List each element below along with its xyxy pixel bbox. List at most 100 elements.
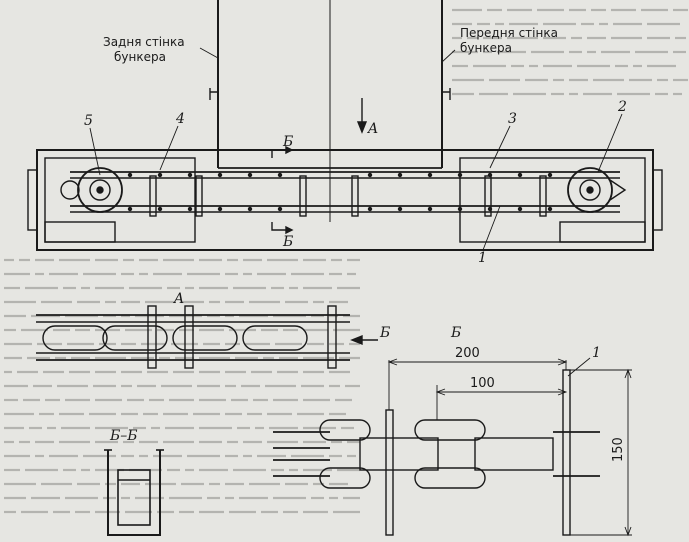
view-a-arrowhead bbox=[356, 121, 368, 134]
rivet bbox=[157, 206, 163, 212]
right-end-plate bbox=[652, 169, 663, 231]
leader-rear-wall bbox=[199, 47, 219, 59]
rivet bbox=[217, 172, 223, 178]
leader-1 bbox=[482, 205, 501, 251]
view-a-chain-plan bbox=[36, 305, 378, 369]
rivet bbox=[397, 206, 403, 212]
link-body bbox=[474, 437, 554, 471]
view-a-arrow-label: A bbox=[366, 121, 378, 137]
rivet bbox=[547, 206, 553, 212]
dim-200: 200 bbox=[455, 346, 480, 361]
rivet bbox=[367, 172, 373, 178]
rivet bbox=[247, 206, 253, 212]
section-b-bottom-mark bbox=[271, 222, 290, 231]
left-end-plate bbox=[27, 169, 38, 231]
section-b-bottom-label: Б bbox=[282, 234, 293, 250]
rivet bbox=[247, 172, 253, 178]
rivet bbox=[157, 172, 163, 178]
callout-4: 4 bbox=[175, 111, 185, 127]
right-sprocket-hub bbox=[579, 179, 601, 201]
left-sprocket-hub bbox=[89, 179, 111, 201]
rivet bbox=[427, 206, 433, 212]
chain-link bbox=[319, 467, 371, 489]
left-sprocket bbox=[77, 167, 123, 213]
flight bbox=[484, 175, 492, 217]
labels: Задня стінка бункера Передня стінка бунк… bbox=[84, 26, 627, 462]
dim-150: 150 bbox=[611, 437, 626, 462]
leader-3 bbox=[489, 125, 511, 169]
callout-1: 1 bbox=[478, 250, 487, 266]
leader-2 bbox=[597, 113, 623, 173]
flight bbox=[149, 175, 157, 217]
rivet bbox=[457, 172, 463, 178]
section-b-top-mark bbox=[271, 149, 290, 158]
leader-front-wall bbox=[441, 49, 456, 63]
view-a-title: A bbox=[172, 291, 184, 307]
leader-4 bbox=[159, 125, 179, 171]
chain-link bbox=[172, 325, 238, 351]
front-wall-label-2: бункера bbox=[460, 41, 512, 55]
chain-link bbox=[414, 467, 486, 489]
rear-wall-bracket bbox=[209, 88, 218, 100]
rivet bbox=[277, 206, 283, 212]
right-drive-arrow bbox=[609, 179, 627, 201]
chain-rivets bbox=[127, 172, 553, 212]
link-body bbox=[359, 437, 439, 471]
front-wall-bracket bbox=[442, 88, 451, 100]
chain-link bbox=[42, 325, 108, 351]
view-b-title: Б bbox=[450, 325, 461, 341]
chain-link bbox=[102, 325, 168, 351]
flight bbox=[299, 175, 307, 217]
section-bb bbox=[104, 449, 164, 536]
left-sprocket-axle bbox=[96, 186, 104, 194]
callout-2: 2 bbox=[617, 99, 627, 115]
show-through-texture bbox=[4, 8, 688, 514]
chain-link bbox=[242, 325, 308, 351]
section-b-top-label: Б bbox=[282, 134, 293, 150]
rivet bbox=[277, 172, 283, 178]
flight-plate bbox=[562, 369, 571, 536]
rivet bbox=[127, 172, 133, 178]
callout-1b: 1 bbox=[592, 345, 601, 361]
rear-wall-label-2: бункера bbox=[114, 50, 166, 64]
left-housing-inner bbox=[44, 157, 196, 243]
view-b-chain bbox=[273, 357, 632, 537]
flight bbox=[195, 175, 203, 217]
flight-plate bbox=[147, 305, 157, 369]
leader-5 bbox=[89, 127, 101, 176]
rivet bbox=[397, 172, 403, 178]
rivet bbox=[517, 172, 523, 178]
main-elevation bbox=[27, 0, 663, 251]
flight bbox=[351, 175, 359, 217]
flight-plate bbox=[385, 409, 394, 536]
chain-link bbox=[414, 419, 486, 441]
rivet bbox=[367, 206, 373, 212]
right-sprocket-axle bbox=[586, 186, 594, 194]
rivet bbox=[517, 206, 523, 212]
right-sprocket bbox=[567, 167, 613, 213]
right-housing-inner bbox=[459, 157, 646, 243]
flight-plate bbox=[327, 305, 337, 369]
rivet bbox=[487, 172, 493, 178]
rivet bbox=[127, 206, 133, 212]
flight-plate bbox=[184, 305, 194, 369]
front-wall-label: Передня стінка bbox=[460, 26, 558, 40]
rivet bbox=[457, 206, 463, 212]
callout-5: 5 bbox=[84, 113, 93, 129]
section-bb-title: Б–Б bbox=[109, 428, 138, 444]
left-tensioner bbox=[60, 180, 80, 200]
chain-link bbox=[319, 419, 371, 441]
flight bbox=[539, 175, 547, 217]
right-foot bbox=[559, 221, 646, 243]
view-a-b-arrow-label: Б bbox=[379, 325, 390, 341]
dim-100: 100 bbox=[470, 376, 495, 391]
rivet bbox=[187, 172, 193, 178]
rivet bbox=[487, 206, 493, 212]
rivet bbox=[547, 172, 553, 178]
left-foot bbox=[44, 221, 116, 243]
rivet bbox=[217, 206, 223, 212]
rivet bbox=[187, 206, 193, 212]
rivet bbox=[427, 172, 433, 178]
